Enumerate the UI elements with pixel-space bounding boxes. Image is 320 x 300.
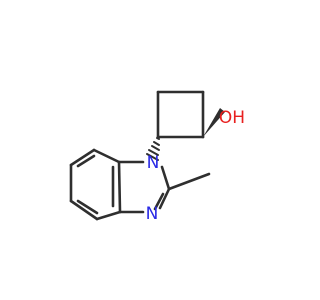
aromatic-inner-bond xyxy=(76,199,99,215)
hash-line xyxy=(156,137,160,140)
bond-n1-c2 xyxy=(160,165,171,191)
nitrogen-n1-label: N xyxy=(147,153,160,173)
bond-c2-n3 xyxy=(158,187,171,210)
hash-line xyxy=(151,145,160,151)
bond-c2-n3-double xyxy=(153,192,165,211)
hash-line xyxy=(146,153,159,161)
bond-c2-methyl xyxy=(167,172,211,191)
molecule-drawing: OH N N xyxy=(69,90,245,224)
hash-line xyxy=(148,149,159,156)
oh-label: OH xyxy=(219,108,245,128)
bond-c7a-c7 xyxy=(92,148,121,164)
nitrogen-n3-label: N xyxy=(146,204,159,224)
hash-bond-c2-n1 xyxy=(146,137,160,161)
wedge-bond-c1-oh xyxy=(203,108,225,137)
bond-c5-c4 xyxy=(69,199,99,221)
aromatic-inner-bond xyxy=(76,154,96,168)
hash-line xyxy=(153,141,160,146)
structure-canvas: OH N N xyxy=(69,90,246,224)
bond-c4-c3a xyxy=(95,210,122,221)
bond-c7-c6 xyxy=(69,148,96,167)
bond-c7a-c3a xyxy=(117,160,122,214)
